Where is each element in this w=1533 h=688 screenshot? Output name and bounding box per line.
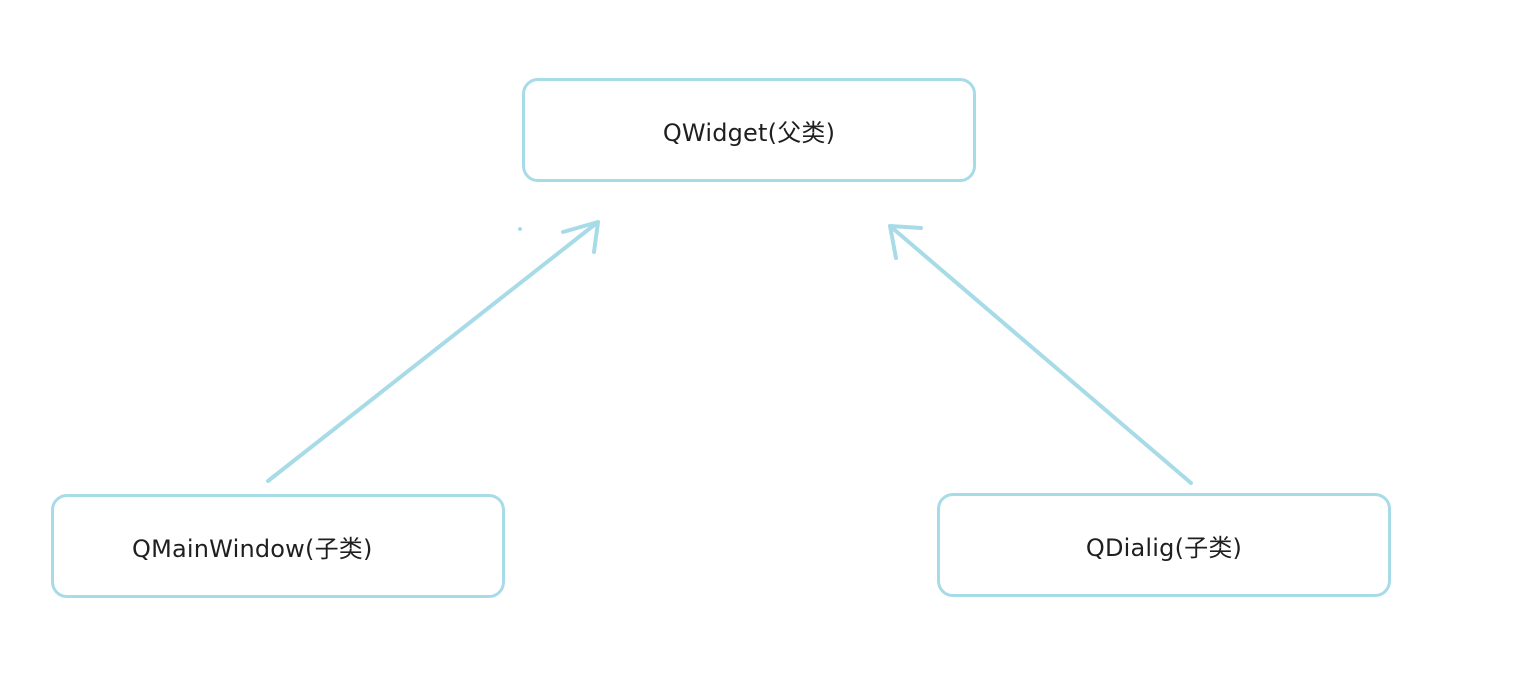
stray-dot: [518, 227, 522, 231]
arrowhead-right-icon: [888, 224, 923, 260]
node-label-child-right: QDialig(子类): [1085, 533, 1243, 562]
edge-line-right: [888, 224, 1193, 485]
edge-dialig-to-widget: [888, 224, 1193, 485]
node-qdialig-child: QDialig(子类): [937, 493, 1391, 597]
node-label-child-left: QMainWindow(子类): [132, 534, 373, 563]
arrowhead-left-icon: [561, 220, 600, 254]
edge-line-left: [266, 220, 600, 483]
node-qmainwindow-child: QMainWindow(子类): [51, 494, 505, 598]
node-qwidget-parent: QWidget(父类): [522, 78, 976, 182]
edge-mainwindow-to-widget: [266, 220, 600, 483]
node-label-parent: QWidget(父类): [662, 118, 836, 147]
